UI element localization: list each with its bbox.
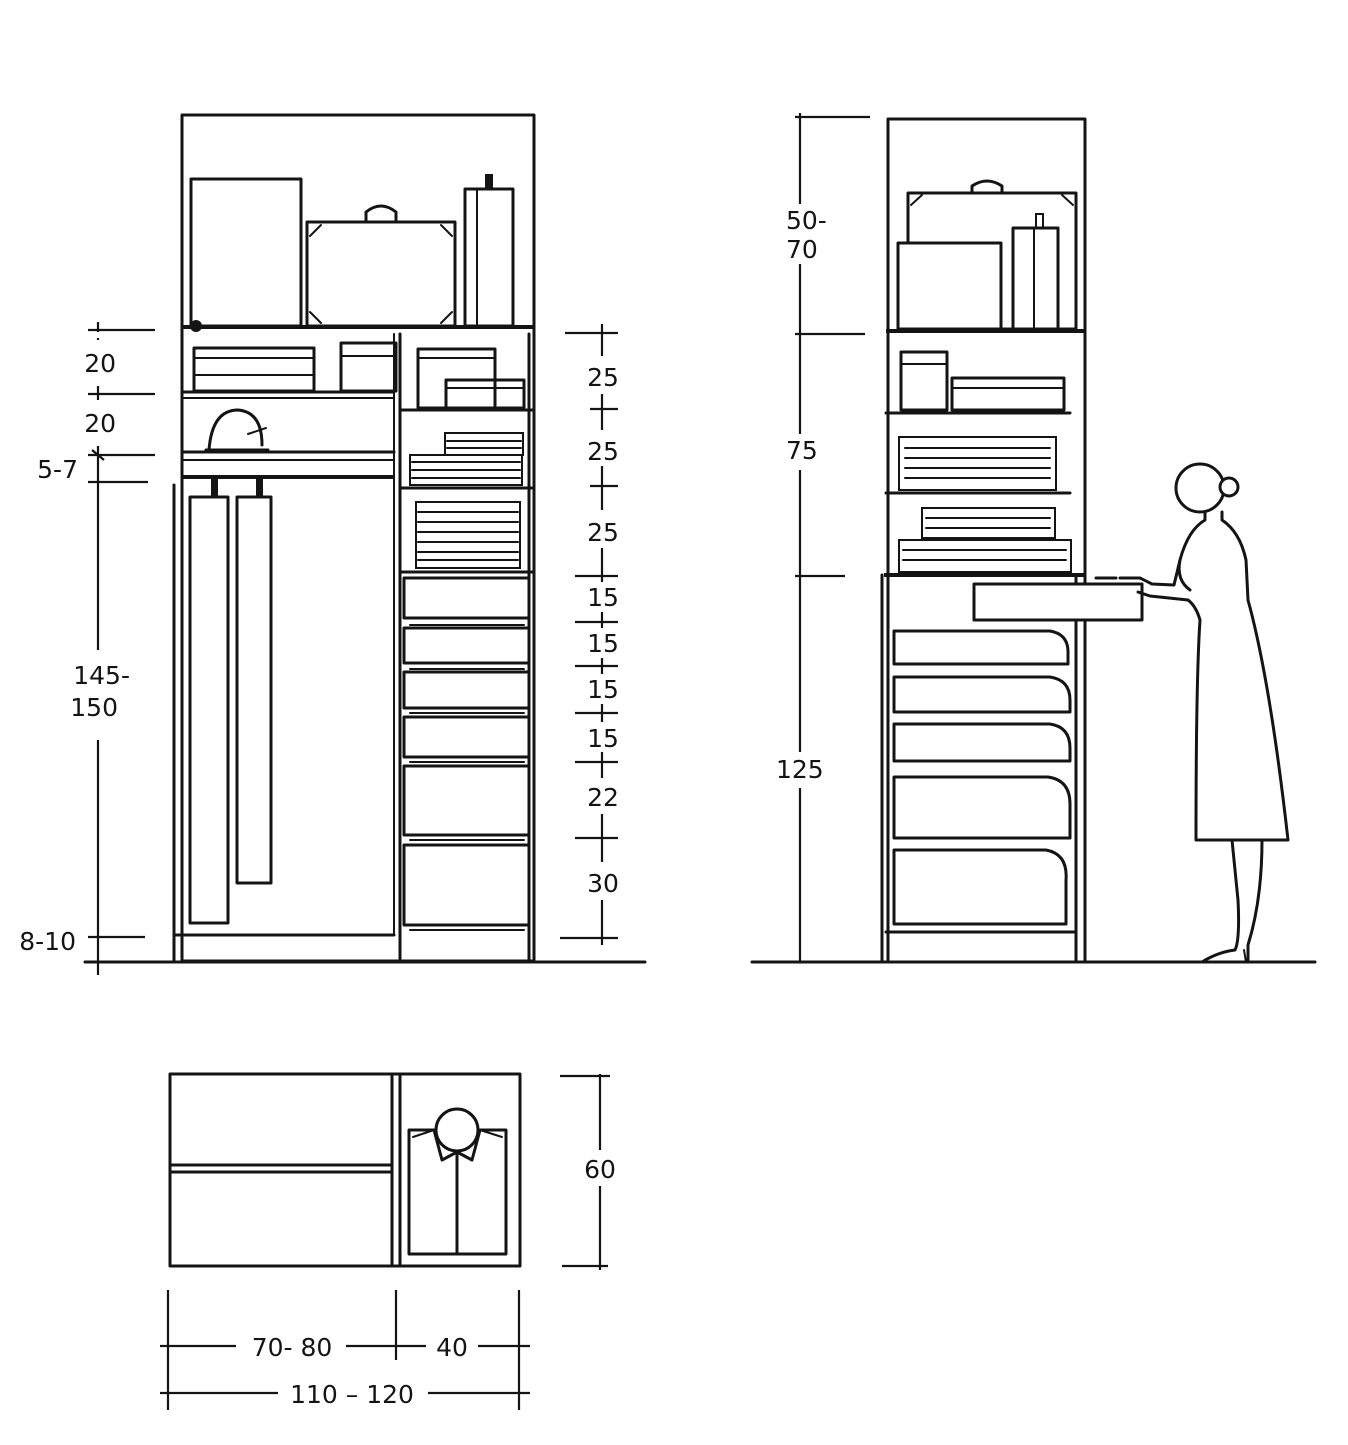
folded-linen-right-2 <box>898 507 1072 573</box>
shirt-icon <box>407 1107 508 1256</box>
folded-linen-right-1 <box>898 436 1057 491</box>
dim-right-4: 15 <box>587 583 619 612</box>
right-elevation <box>750 117 1317 964</box>
plan-outline <box>168 1072 522 1268</box>
dim-mid: 75 <box>786 436 818 465</box>
dim-left-3: 5-7 <box>37 455 78 484</box>
dim-left-4b: 150 <box>70 693 118 722</box>
storage-box-large <box>189 177 303 328</box>
right-elevation-dimension-chain: 50- 70 75 125 <box>774 113 870 964</box>
dim-top-a: 50- <box>786 206 827 235</box>
plan-depth-label: 60 <box>584 1155 616 1184</box>
plan-width-total: 110 – 120 <box>290 1380 414 1409</box>
plan-dimensions: 60 70- 80 40 110 – 120 <box>160 1074 624 1410</box>
hanging-garment-icon <box>188 476 273 925</box>
folded-linen-stack-2 <box>415 501 521 569</box>
plan-view <box>168 1072 522 1268</box>
shoe-box-flat <box>192 346 316 393</box>
dim-left-4a: 145- <box>73 661 130 690</box>
woman-figure-icon <box>1094 462 1290 964</box>
dim-right-6: 15 <box>587 675 619 704</box>
dim-bottom: 125 <box>776 755 824 784</box>
dim-right-3: 25 <box>587 518 619 547</box>
dim-right-2: 25 <box>587 437 619 466</box>
dim-right-7: 15 <box>587 724 619 753</box>
tall-bottle-box-right <box>1011 213 1060 331</box>
tall-bottle-box-icon <box>463 174 515 328</box>
pull-out-tray <box>972 582 1144 622</box>
dim-left-1: 20 <box>84 349 116 378</box>
dim-right-5: 15 <box>587 629 619 658</box>
dim-left-5: 8-10 <box>19 927 76 956</box>
folded-linen-stack-1 <box>409 432 524 486</box>
plan-width-right: 40 <box>436 1333 468 1362</box>
drawer-icon-right <box>892 629 1072 926</box>
left-dimension-chain: 20 20 5-7 145- 150 8-10 <box>19 322 155 975</box>
left-elevation <box>83 113 647 964</box>
dim-top-b: 70 <box>786 235 818 264</box>
right-dimension-chain: 25 25 25 15 15 15 15 22 30 <box>560 324 624 945</box>
suitcase-icon <box>305 204 457 328</box>
dim-left-2: 20 <box>84 409 116 438</box>
hat-icon <box>204 408 270 452</box>
shoe-box-small <box>339 341 398 393</box>
plan-width-left: 70- 80 <box>252 1333 333 1362</box>
dim-right-9: 30 <box>587 869 619 898</box>
dim-right-1: 25 <box>587 363 619 392</box>
dim-right-8: 22 <box>587 783 619 812</box>
drawer-icon <box>402 576 531 931</box>
